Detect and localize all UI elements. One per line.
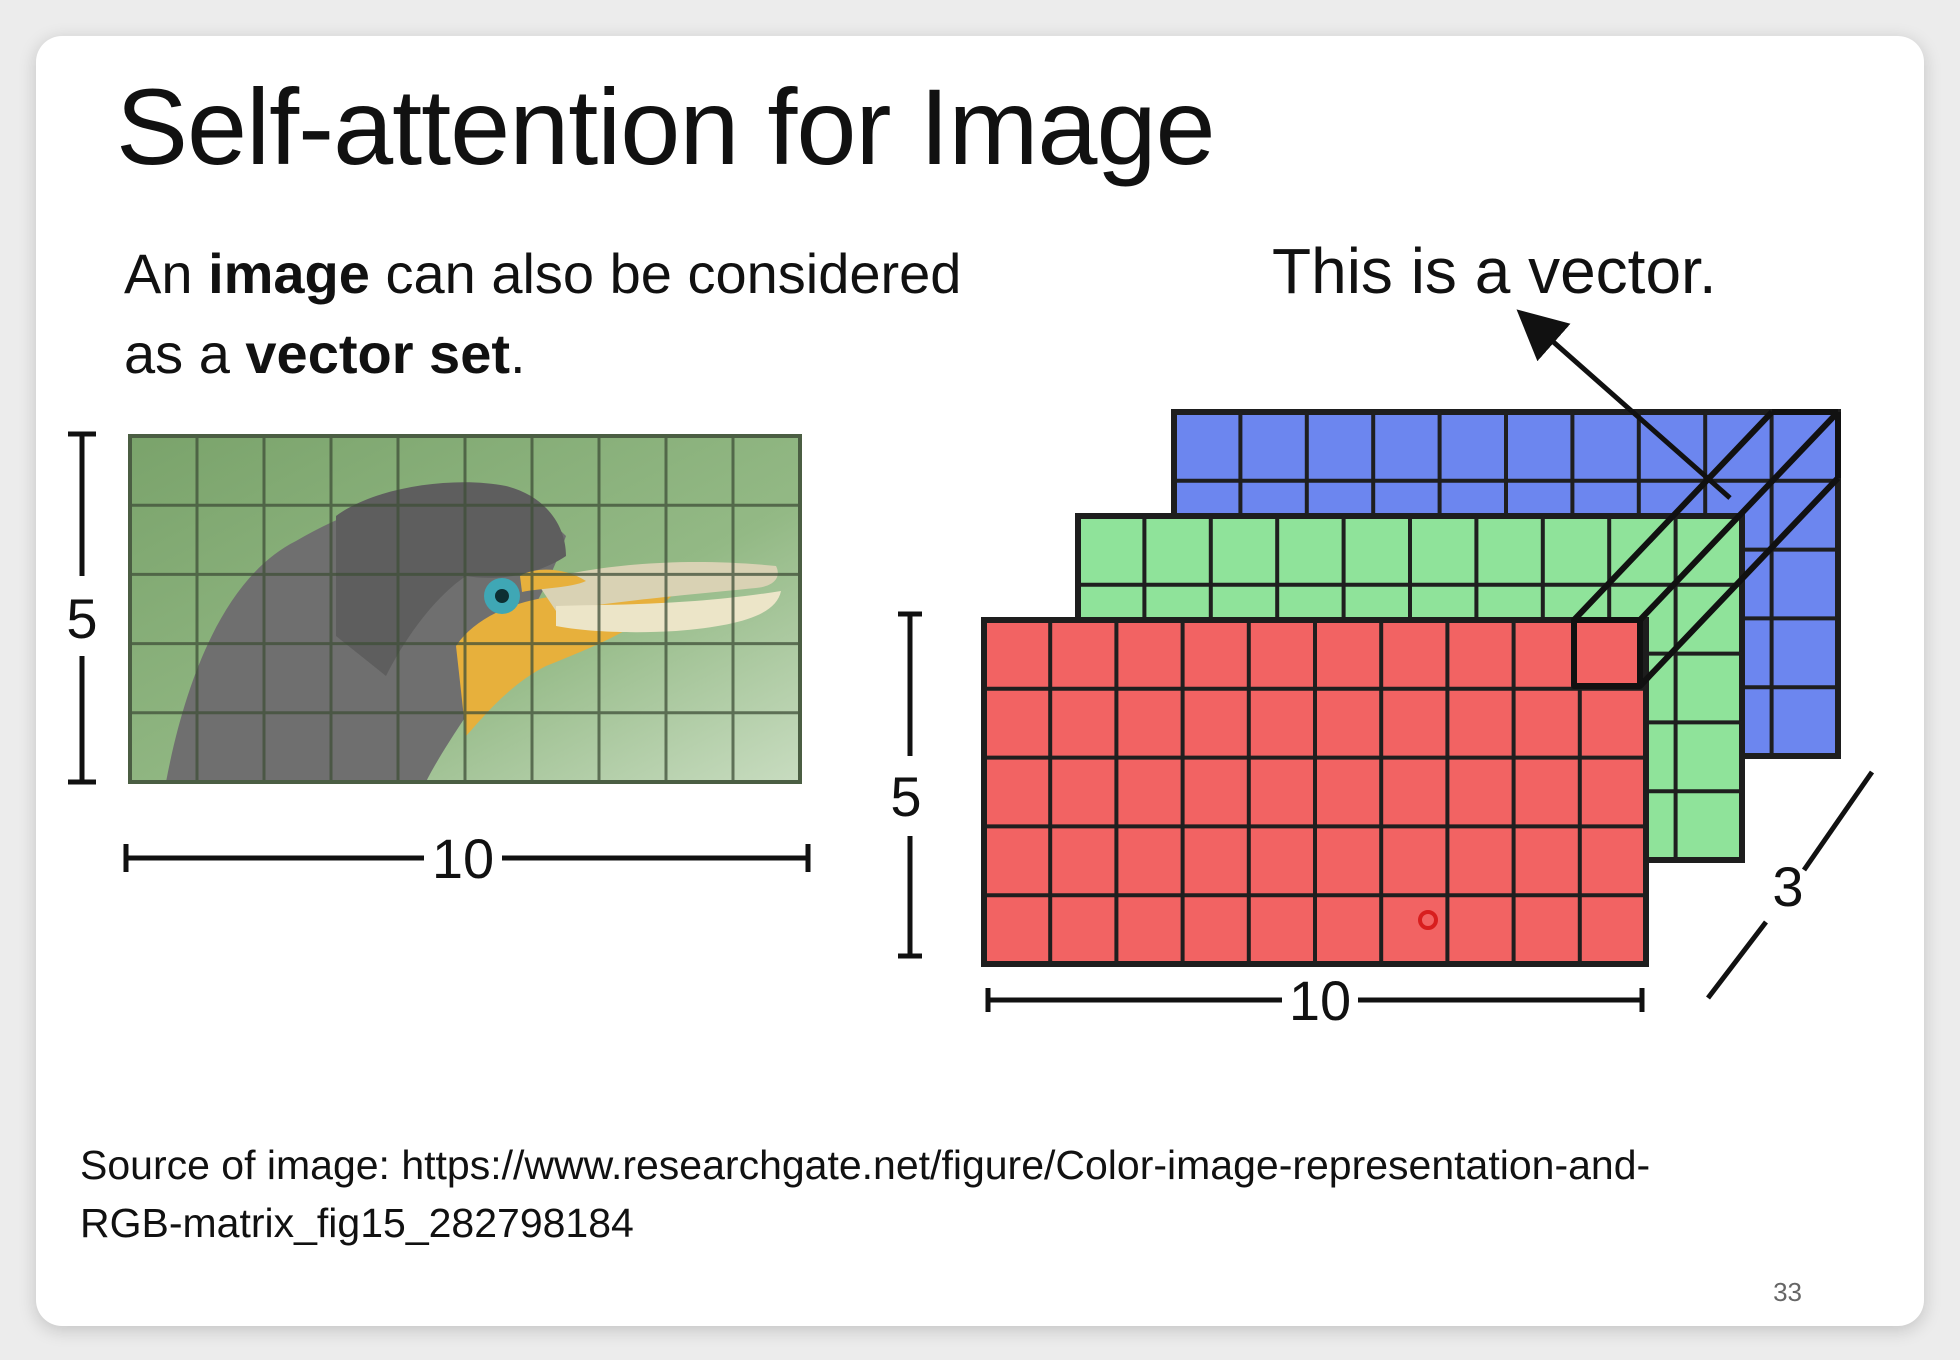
- vector-callout-text: This is a vector.: [1272, 235, 1717, 307]
- left-width-label: 10: [432, 827, 494, 890]
- image-source-citation: Source of image: https://www.researchgat…: [80, 1136, 1900, 1252]
- source-line-2: RGB-matrix_fig15_282798184: [80, 1200, 634, 1246]
- highlighted-vector-prism: [1571, 409, 1841, 689]
- right-width-label: 10: [1289, 969, 1351, 1032]
- page-number: 33: [1773, 1277, 1802, 1307]
- right-width-dimension: [985, 988, 1645, 1012]
- rgb-channel-stack: [981, 409, 1841, 967]
- source-line-1: Source of image: https://www.researchgat…: [80, 1142, 1651, 1188]
- description-text: An image can also be considered as a vec…: [124, 234, 984, 394]
- left-width-dimension: [123, 844, 811, 872]
- desc-part-1: An: [124, 242, 209, 305]
- callout-arrow: [1516, 309, 1732, 500]
- diagram-canvas: 5 10 5: [66, 309, 1875, 1032]
- slide-title: Self-attention for Image: [116, 66, 1216, 187]
- desc-part-2: can also be considered as a: [124, 242, 962, 385]
- slide: Self-attention for Image An image can al…: [36, 36, 1924, 1326]
- right-height-dimension: [898, 611, 922, 959]
- right-height-label: 5: [890, 765, 921, 828]
- right-depth-dimension: [1706, 770, 1875, 1000]
- desc-bold-vector-set: vector set: [245, 322, 510, 385]
- red-channel-grid: [981, 617, 1649, 967]
- desc-bold-image: image: [208, 242, 370, 305]
- right-depth-label: 3: [1772, 855, 1803, 918]
- bird-image-grid: [130, 436, 800, 782]
- desc-part-3: .: [509, 322, 526, 385]
- left-height-dimension: [68, 431, 96, 785]
- bird-head: [336, 482, 566, 676]
- red-ring-marker: [1418, 910, 1438, 930]
- bird-image-figure: [128, 434, 802, 784]
- left-height-label: 5: [66, 587, 97, 650]
